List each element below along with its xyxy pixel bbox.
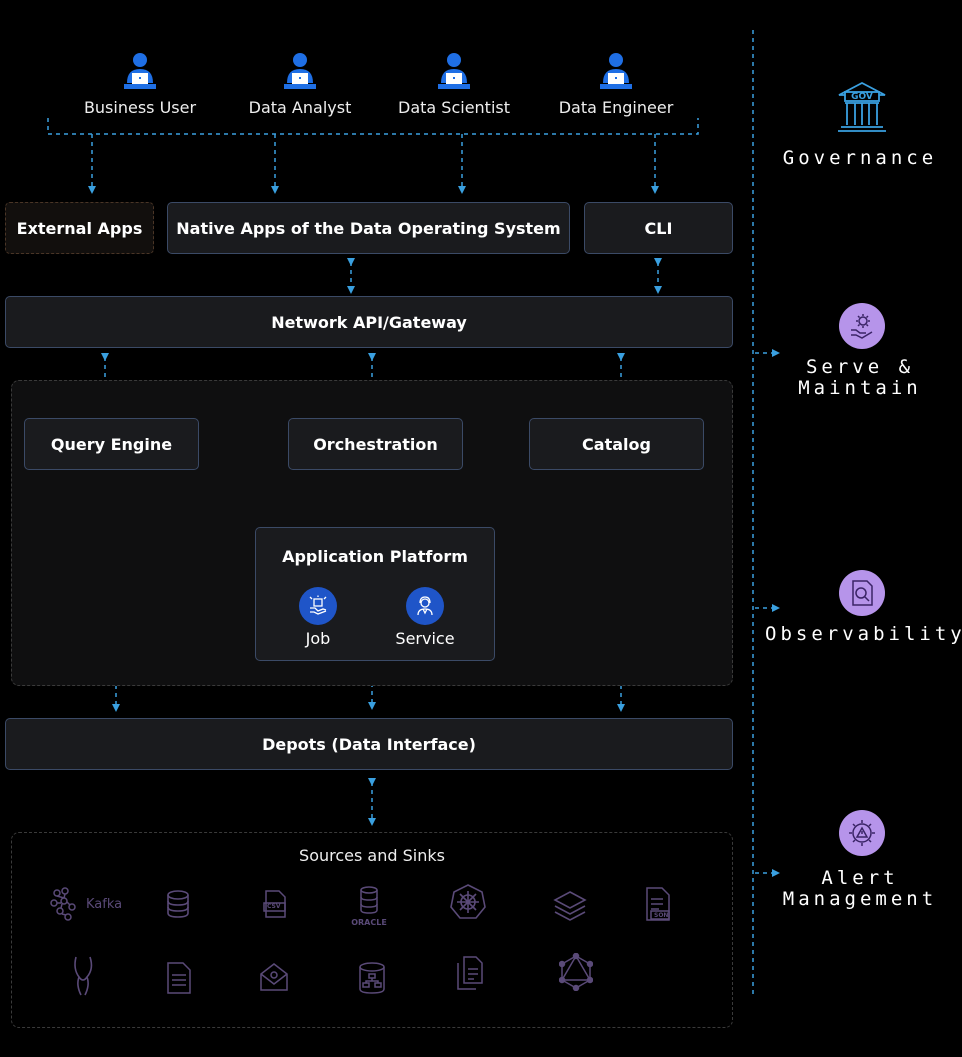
catalog-label: Catalog <box>582 434 651 454</box>
network-gateway-box: Network API/Gateway <box>5 296 733 348</box>
sources-sinks-region: Sources and Sinks <box>11 832 733 1028</box>
email-icon <box>259 962 289 996</box>
network-gateway-label: Network API/Gateway <box>271 312 467 332</box>
governance-building-icon: GOV <box>835 81 889 133</box>
json-label: SON <box>654 912 669 919</box>
depots-label: Depots (Data Interface) <box>262 734 476 754</box>
observability-icon <box>839 570 885 616</box>
external-apps-box: External Apps <box>5 202 154 254</box>
job-label: Job <box>305 629 331 648</box>
oracle-label: ORACLE <box>351 918 387 927</box>
orchestration-box: Orchestration <box>288 418 463 470</box>
sources-sinks-title: Sources and Sinks <box>299 846 445 865</box>
job-icon <box>299 587 337 625</box>
gov-badge-label: GOV <box>851 92 873 102</box>
kubernetes-icon <box>449 883 487 925</box>
alert-label-line1: Alert <box>821 867 899 889</box>
application-platform-title: Application Platform <box>282 547 468 566</box>
query-engine-label: Query Engine <box>50 434 173 454</box>
persona-bracket <box>47 118 699 135</box>
kafka-label: Kafka <box>86 896 123 912</box>
csv-label: CSV <box>267 903 281 910</box>
persona-data-analyst: Data Analyst <box>225 52 375 117</box>
cli-box: CLI <box>584 202 733 254</box>
orchestration-label: Orchestration <box>313 434 438 454</box>
serve-maintain-label: Serve & Maintain <box>770 357 950 399</box>
cli-label: CLI <box>644 218 673 238</box>
governance-label: Governance <box>782 147 938 169</box>
alert-label-line2: Management <box>782 888 938 910</box>
alert-management-icon <box>839 810 885 856</box>
depots-box: Depots (Data Interface) <box>5 718 733 770</box>
catalog-box: Catalog <box>529 418 704 470</box>
user-laptop-icon <box>438 53 470 89</box>
antelope-icon <box>70 955 96 1001</box>
document-icon <box>166 962 192 998</box>
database-icon <box>166 890 190 922</box>
alert-management-label: Alert Management <box>770 868 950 910</box>
service-agent-icon <box>406 587 444 625</box>
user-laptop-icon <box>124 53 156 89</box>
serve-label-line2: Maintain <box>798 377 922 399</box>
csv-file-icon: CSV <box>262 890 288 922</box>
layers-icon <box>553 889 587 927</box>
native-apps-box: Native Apps of the Data Operating System <box>167 202 570 254</box>
serve-maintain-icon <box>839 303 885 349</box>
application-platform-box: Application Platform Job Service <box>255 527 495 661</box>
persona-business-user: Business User <box>65 52 215 117</box>
persona-label: Data Scientist <box>398 98 510 117</box>
json-file-icon: SON <box>645 887 671 925</box>
user-laptop-icon <box>600 53 632 89</box>
native-apps-label: Native Apps of the Data Operating System <box>176 218 561 238</box>
persona-data-scientist: Data Scientist <box>379 52 529 117</box>
persona-label: Business User <box>83 98 197 117</box>
persona-label: Data Analyst <box>248 98 352 117</box>
serve-label-line1: Serve & <box>805 356 915 378</box>
service-label: Service <box>395 629 455 648</box>
database-network-icon <box>358 962 386 998</box>
files-icon <box>456 956 484 994</box>
external-apps-label: External Apps <box>16 218 143 238</box>
query-engine-box: Query Engine <box>24 418 199 470</box>
kafka-icon: Kafka <box>48 886 138 922</box>
graphql-icon <box>558 952 594 995</box>
oracle-database-icon: ORACLE <box>348 886 390 927</box>
user-laptop-icon <box>284 53 316 89</box>
persona-label: Data Engineer <box>558 98 674 117</box>
observability-label: Observability <box>765 623 962 645</box>
persona-data-engineer: Data Engineer <box>541 52 691 117</box>
